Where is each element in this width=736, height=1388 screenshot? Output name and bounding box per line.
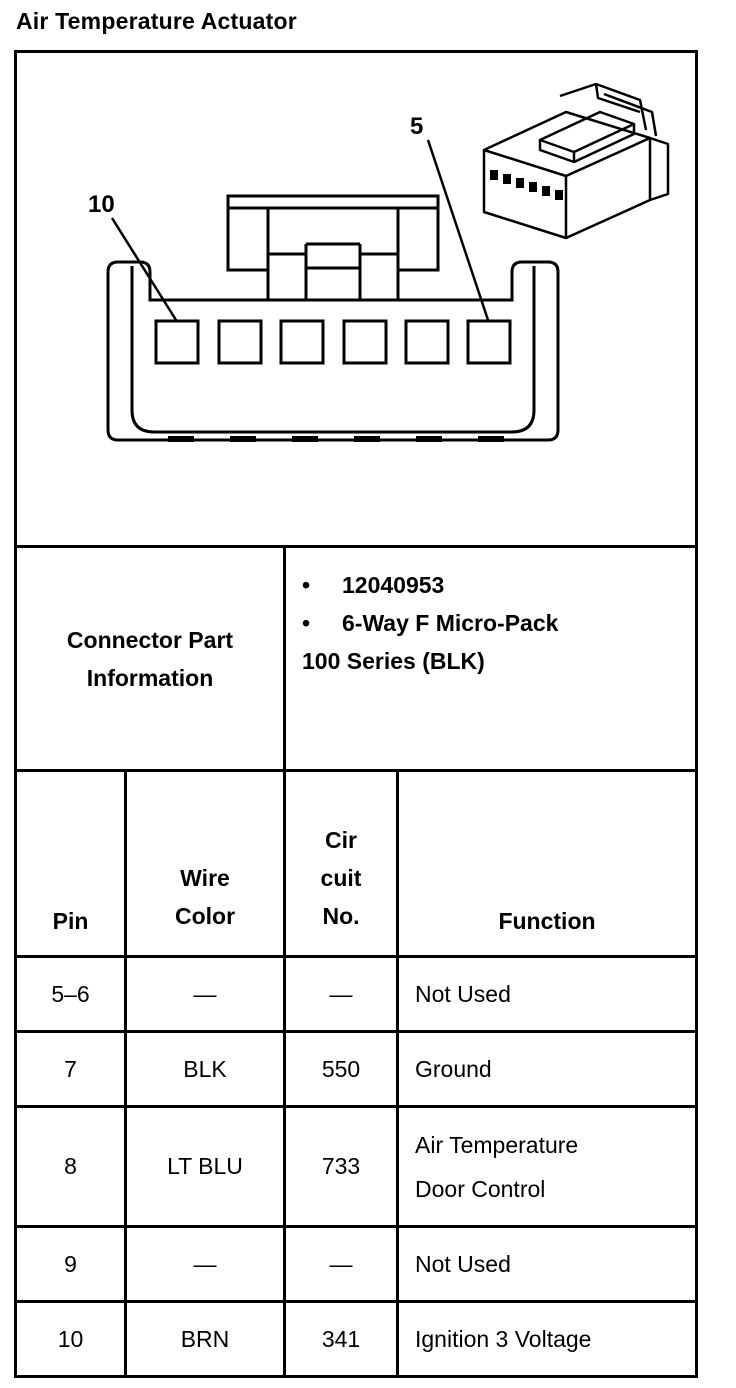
divider [14,1105,698,1108]
table-row-function: Ground [415,1055,492,1082]
callout-line-10 [110,217,178,321]
pin-cavity [154,319,200,365]
table-row-function: Air Temperature Door Control [415,1131,579,1202]
pin-cavity [466,319,512,365]
bullet-item: •12040953 [302,572,445,598]
connector-face [106,194,560,442]
table-row-pin: 10 [57,1325,84,1352]
page-title: Air Temperature Actuator [16,8,297,34]
header-wire-color: Wire Color [174,865,236,929]
divider [14,769,698,772]
series-text: 100 Series (BLK) [302,648,485,674]
table-row-function: Ignition 3 Voltage [415,1325,592,1352]
table-row-circuit: — [329,980,353,1007]
table-row-wire: LT BLU [167,1153,243,1179]
table-row-function: Not Used [415,1250,511,1277]
divider [396,769,399,1378]
callout-line-5 [426,139,490,321]
pin-cavity [404,319,450,365]
connector-diagram: 10 5 [88,82,670,442]
connector-part-label: Connector Part Information [66,626,234,691]
table-row-function: Not Used [415,980,511,1007]
pin-cavity [279,319,325,365]
connector-3d-view [482,82,670,240]
table-row-pin: 9 [64,1250,77,1277]
divider [124,769,127,1378]
table-row-pin: 7 [64,1055,77,1082]
header-circuit-no: Cir cuit No. [320,827,362,929]
table-row-circuit: 733 [321,1153,361,1179]
connector-ridges [168,436,504,442]
divider [14,1225,698,1228]
table-row-pin: 8 [64,1153,77,1179]
table-row-circuit: 550 [321,1055,361,1082]
connector-table-frame [14,50,698,1378]
bullet-item: •6-Way F Micro-Pack [302,610,559,636]
table-row-wire: BLK [183,1055,227,1082]
callout-label-10: 10 [88,191,115,218]
connector-3d-pins [490,170,563,200]
divider [14,1030,698,1033]
table-row-pin: 5–6 [51,980,90,1007]
divider [14,955,698,958]
divider [14,1300,698,1303]
connector-part-details: •12040953 •6-Way F Micro-Pack 100 Series… [302,566,558,680]
table-row-circuit: 341 [321,1325,361,1352]
pin-cavity [342,319,388,365]
callout-label-5: 5 [410,113,423,140]
header-function: Function [498,908,596,934]
table-row-wire: BRN [180,1325,230,1352]
table-row-circuit: — [329,1250,353,1277]
header-pin: Pin [52,908,89,934]
pin-cavity [217,319,263,365]
pin-cavities [154,319,512,365]
divider [283,545,286,1378]
table-row-wire: — [193,980,217,1007]
table-row-wire: — [193,1250,217,1277]
divider [14,545,698,548]
